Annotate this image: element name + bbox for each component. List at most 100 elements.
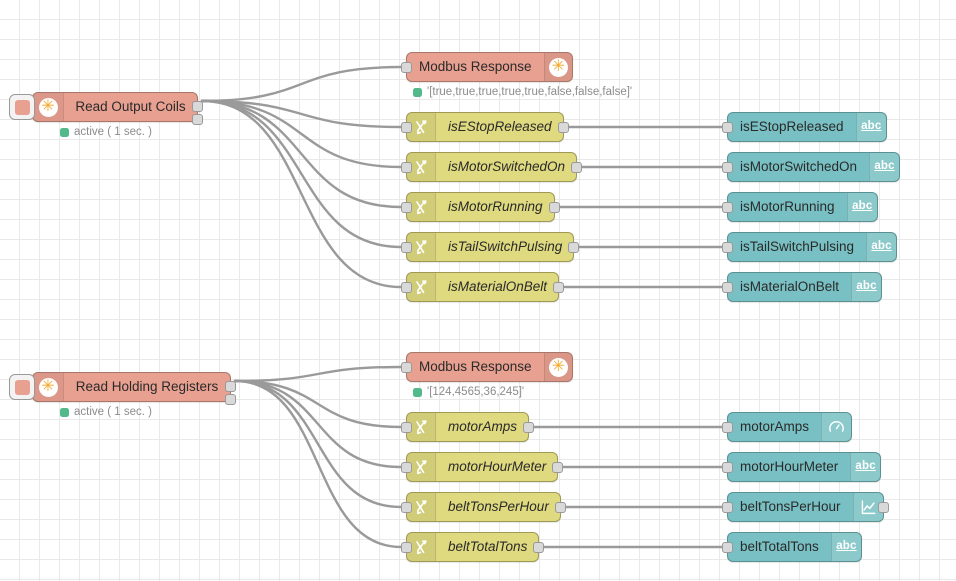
node-icon-box: abc [850,453,880,481]
port-in[interactable] [401,422,412,433]
port-in[interactable] [401,502,412,513]
port-in[interactable] [401,202,412,213]
function-node-motorAmps[interactable]: motorAmps [406,412,529,442]
port-out[interactable] [192,114,203,125]
function-node-isEStopReleased[interactable]: isEStopReleased [406,112,564,142]
sink-node-motorHourMeter[interactable]: motorHourMeter abc [727,452,881,482]
port-out[interactable] [549,202,560,213]
function-icon [412,158,431,177]
function-node-isMaterialOnBelt[interactable]: isMaterialOnBelt [406,272,559,302]
function-icon [412,198,431,217]
abc-text-icon: abc [871,241,891,253]
sink-node-isEStopReleased[interactable]: isEStopReleasedabc [727,112,887,142]
sink-node-label: motorAmps [728,420,821,434]
port-in[interactable] [722,462,733,473]
port-in[interactable] [401,362,412,373]
node-button-tab[interactable] [9,374,35,400]
port-in[interactable] [722,502,733,513]
sink-node-motorAmps[interactable]: motorAmps [727,412,852,442]
node-icon-box [821,413,851,441]
function-node-beltTonsPerHour[interactable]: beltTonsPerHour [406,492,561,522]
status-text: active ( 1 sec. ) [74,127,152,139]
wire [202,101,401,207]
port-in[interactable] [722,422,733,433]
port-out[interactable] [553,282,564,293]
port-in[interactable] [722,282,733,293]
port-in[interactable] [401,282,412,293]
port-out[interactable] [558,122,569,133]
function-node-motorHourMeter[interactable]: motorHourMeter [406,452,558,482]
port-in[interactable] [401,242,412,253]
port-in[interactable] [401,162,412,173]
modbus-response-node-registers[interactable]: Modbus Response✳ [406,352,573,382]
port-in[interactable] [722,122,733,133]
function-node-isMotorSwitchedOn[interactable]: isMotorSwitchedOn [406,152,577,182]
port-in[interactable] [722,242,733,253]
sink-node-label: isMaterialOnBelt [728,280,851,294]
port-in[interactable] [722,542,733,553]
port-out[interactable] [878,502,889,513]
status-dot [60,408,69,417]
abc-text-icon: abc [874,161,894,173]
read-node-registers[interactable]: ✳Read Holding Registers [32,372,231,402]
sink-node-label: beltTonsPerHour [728,500,853,514]
wire [202,101,401,167]
port-in[interactable] [401,542,412,553]
port-out[interactable] [225,394,236,405]
port-out[interactable] [533,542,544,553]
function-node-beltTotalTons[interactable]: beltTotalTons [406,532,539,562]
read-node-label: Read Output Coils [64,100,197,114]
read-node-coils[interactable]: ✳ Read Output Coils [32,92,198,122]
wire [202,101,401,247]
function-node-label: isMaterialOnBelt [436,280,558,294]
sink-node-beltTotalTons[interactable]: beltTotalTonsabc [727,532,862,562]
button-square [15,100,30,115]
abc-text-icon: abc [855,461,875,473]
sink-node-label: beltTotalTons [728,540,831,554]
port-in[interactable] [401,462,412,473]
node-icon-box: abc [856,113,886,141]
sink-node-label: isEStopReleased [728,120,856,134]
gauge-icon [827,418,846,437]
sink-node-label: isMotorSwitchedOn [728,160,869,174]
node-icon-box: abc [847,193,877,221]
port-in[interactable] [722,162,733,173]
function-icon [412,498,431,517]
sink-node-isMaterialOnBelt[interactable]: isMaterialOnBeltabc [727,272,882,302]
function-node-isTailSwitchPulsing[interactable]: isTailSwitchPulsing [406,232,574,262]
port-out[interactable] [568,242,579,253]
node-icon-box: abc [831,533,861,561]
sink-node-label: motorHourMeter [728,460,850,474]
port-out[interactable] [552,462,563,473]
function-node-isMotorRunning[interactable]: isMotorRunning [406,192,555,222]
port-out[interactable] [523,422,534,433]
function-node-label: isEStopReleased [436,120,563,134]
status-text: active ( 1 sec. ) [74,407,152,419]
modbus-response-status: '[124,4565,36,245]' [413,387,524,399]
port-in[interactable] [401,122,412,133]
wire [202,101,401,127]
sink-node-label: isTailSwitchPulsing [728,240,866,254]
wire [235,381,401,467]
modbus-asterisk-icon: ✳ [39,98,58,117]
function-node-label: isMotorSwitchedOn [436,160,576,174]
function-icon [412,278,431,297]
node-icon-box: ✳ [544,53,572,81]
sink-node-isMotorRunning[interactable]: isMotorRunningabc [727,192,878,222]
port-out[interactable] [555,502,566,513]
function-icon [412,538,431,557]
sink-node-isTailSwitchPulsing[interactable]: isTailSwitchPulsing abc [727,232,897,262]
modbus-response-node-coils[interactable]: Modbus Response✳ [406,52,573,82]
port-out[interactable] [571,162,582,173]
wire [235,367,401,381]
function-icon [412,118,431,137]
port-out[interactable] [192,101,203,112]
sink-node-isMotorSwitchedOn[interactable]: isMotorSwitchedOn abc [727,152,900,182]
port-in[interactable] [722,202,733,213]
read-node-label: Read Holding Registers [64,380,230,394]
port-in[interactable] [401,62,412,73]
port-out[interactable] [225,381,236,392]
node-button-tab[interactable] [9,94,35,120]
sink-node-beltTonsPerHour[interactable]: beltTonsPerHour [727,492,884,522]
